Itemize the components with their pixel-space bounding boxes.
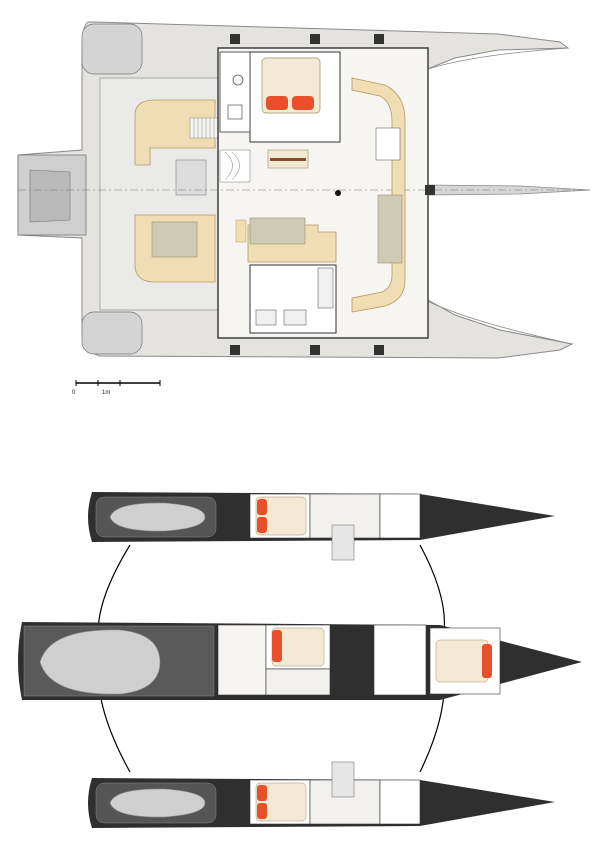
upper-hull xyxy=(88,492,555,561)
mast-step xyxy=(335,190,341,196)
lower-hull xyxy=(88,761,555,828)
lower-tender xyxy=(109,788,206,818)
winch-3 xyxy=(374,34,384,44)
upper-pillow-1 xyxy=(257,499,267,515)
starboard-hull-bow xyxy=(424,299,573,345)
master-head xyxy=(219,51,251,133)
galley-stove xyxy=(283,309,307,326)
upper-pillow-2 xyxy=(257,517,267,533)
central-fwd-pillow xyxy=(482,644,492,678)
port-hull-bow xyxy=(424,47,569,71)
saloon-table xyxy=(249,217,306,245)
scale-bar: 0 1m xyxy=(72,380,161,396)
helm-seat xyxy=(29,169,71,223)
interior-stairs xyxy=(219,149,251,183)
central-tender xyxy=(39,629,161,695)
helm-pod xyxy=(17,154,87,236)
lower-stairs xyxy=(331,761,355,798)
central-hull xyxy=(18,622,582,700)
sink-icon xyxy=(227,104,243,120)
nav-desk-shelf xyxy=(270,158,306,161)
cockpit-helm-box xyxy=(175,159,207,196)
cockpit-stairs xyxy=(189,117,219,139)
galley-sink xyxy=(255,309,277,326)
cockpit-bench-top xyxy=(134,99,216,166)
winch-2 xyxy=(310,34,320,44)
upper-tender xyxy=(109,502,206,532)
master-pillow-1 xyxy=(266,96,288,110)
central-stair-room xyxy=(217,624,267,696)
winch-6 xyxy=(374,345,384,355)
central-aft-pillow xyxy=(272,630,282,662)
deck-plan xyxy=(17,21,591,359)
lower-head xyxy=(379,779,421,825)
central-fwd-bed xyxy=(435,639,489,683)
lower-bed xyxy=(255,782,307,822)
scale-start-label: 0 xyxy=(72,390,76,396)
central-passage xyxy=(265,668,331,696)
stern-step-starboard xyxy=(81,311,143,355)
winch-4 xyxy=(230,345,240,355)
stern-step-port xyxy=(81,23,143,75)
saloon-stool xyxy=(235,219,247,243)
lower-pillow-1 xyxy=(257,785,267,801)
upper-head xyxy=(379,493,421,539)
forward-table xyxy=(377,194,403,264)
winch-5 xyxy=(310,345,320,355)
lower-pillow-2 xyxy=(257,803,267,819)
cockpit-table xyxy=(151,221,198,258)
forward-cabinet xyxy=(375,127,401,161)
upper-bed xyxy=(255,496,307,536)
upper-stairs xyxy=(331,524,355,561)
scale-end-label: 1m xyxy=(102,390,110,396)
toilet-icon xyxy=(232,74,244,86)
master-pillow-2 xyxy=(292,96,314,110)
central-head xyxy=(373,624,427,696)
winch-1 xyxy=(230,34,240,44)
winch-7 xyxy=(425,185,435,195)
galley-fridge xyxy=(317,267,334,309)
